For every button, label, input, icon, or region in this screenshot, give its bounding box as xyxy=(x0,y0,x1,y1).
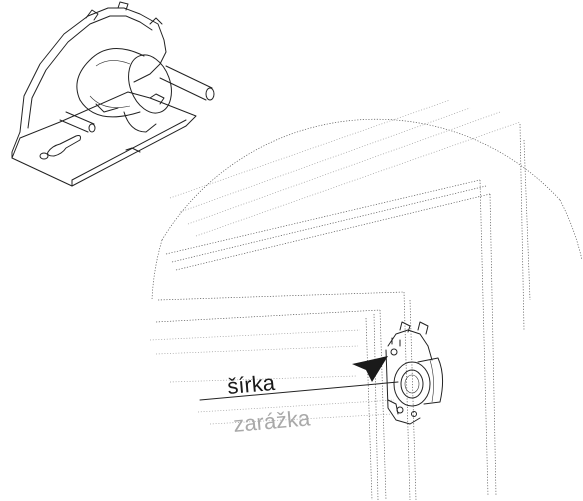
label-stop: zarážka xyxy=(232,405,312,437)
window-frame xyxy=(149,99,531,501)
arrow-icon xyxy=(352,356,388,382)
bracket-detail xyxy=(11,1,215,187)
zoom-circle xyxy=(151,118,583,301)
installed-bracket xyxy=(385,321,444,425)
dimension-lines xyxy=(197,381,399,425)
label-width: šírka xyxy=(226,370,276,399)
